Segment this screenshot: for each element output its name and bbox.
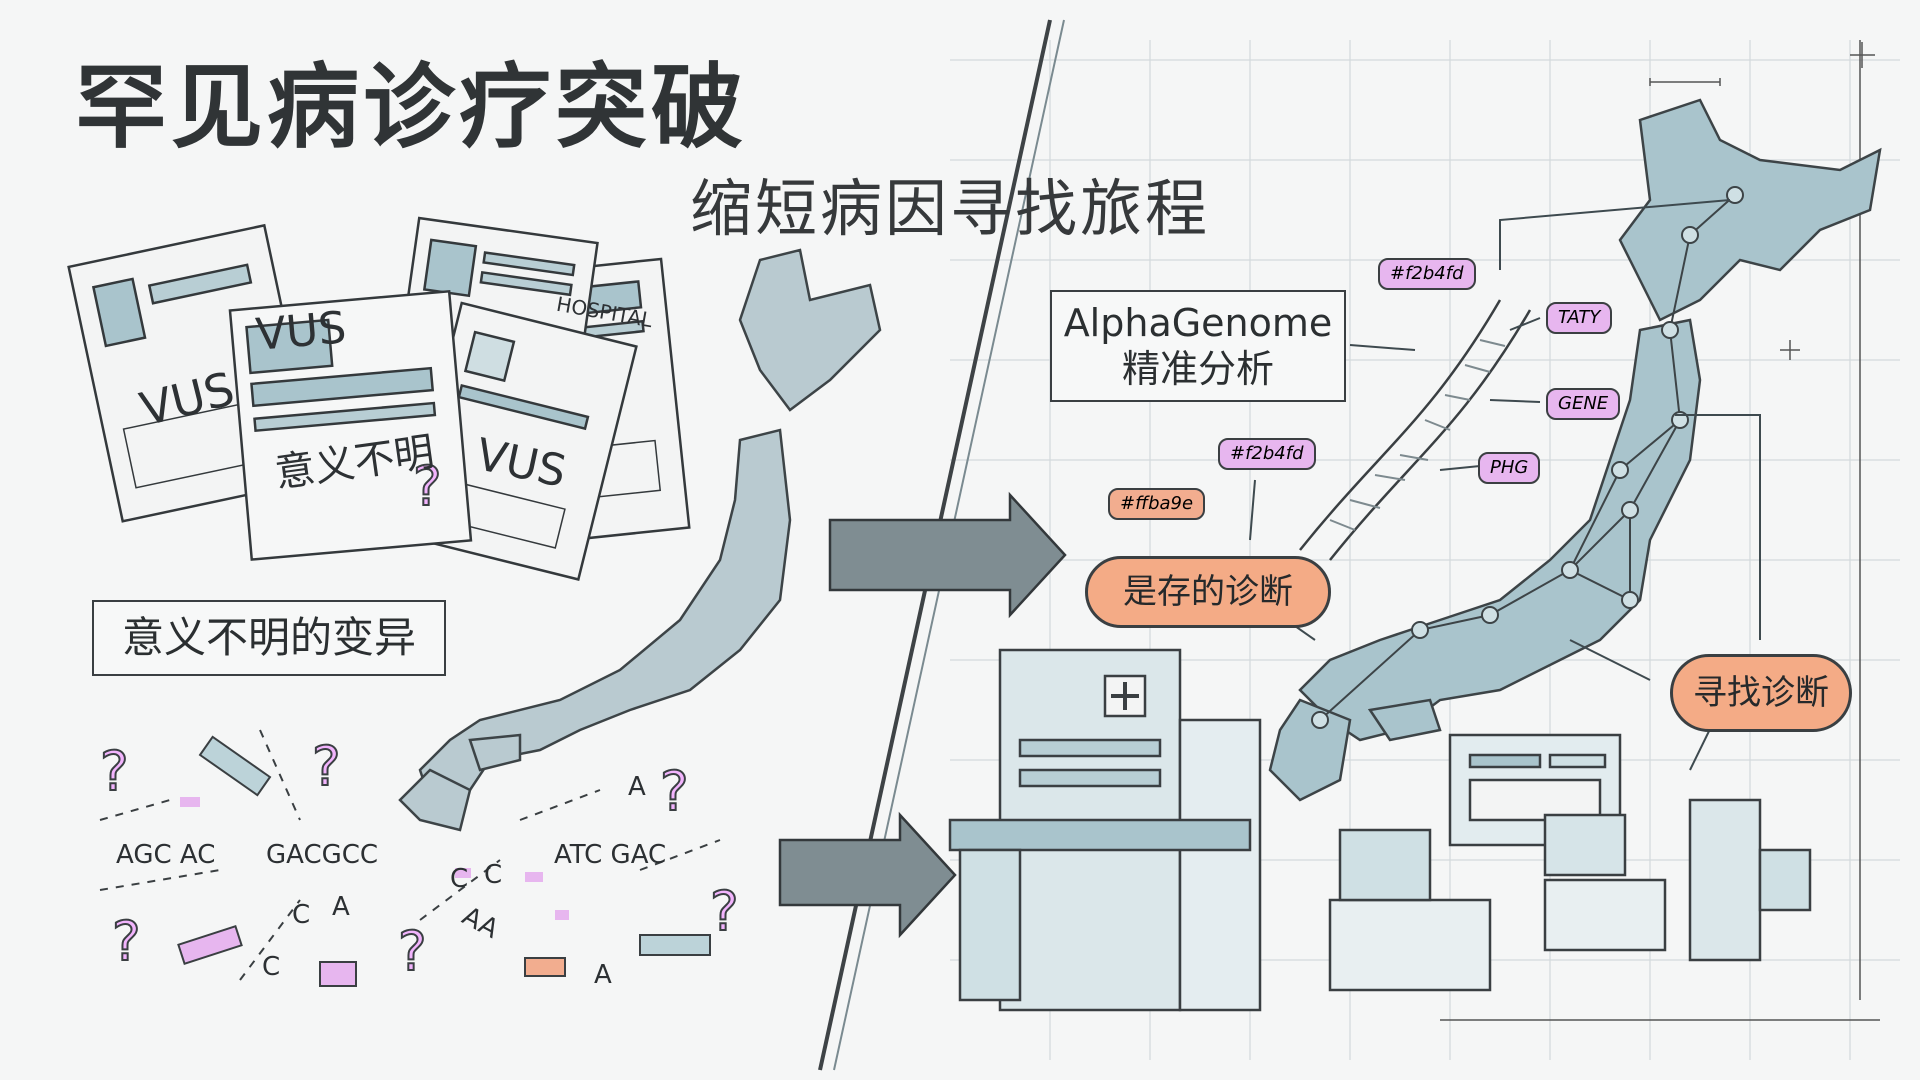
sequence-letter: C (292, 900, 311, 930)
sequence-letter: C (484, 860, 503, 890)
find-diagnosis-bubble: 寻找诊断 (1670, 654, 1852, 732)
svg-text:?: ? (710, 880, 739, 943)
japan-map-right (1268, 98, 1882, 802)
svg-text:?: ? (100, 740, 129, 803)
sequence-letter: A (628, 772, 646, 802)
document-stack (67, 216, 691, 581)
doc-vus-top: VUS (253, 302, 349, 361)
sequence-text: ATC GAC (554, 840, 667, 870)
sequence-letter: C (262, 952, 281, 982)
svg-text:?: ? (112, 910, 141, 973)
page-title: 罕见病诊疗突破 (75, 54, 748, 161)
tag-pill: GENE (1546, 388, 1621, 420)
tag-pill: #f2b4fd (1218, 438, 1316, 470)
transition-arrows (778, 491, 1067, 939)
existing-diagnosis-bubble: 是存的诊断 (1085, 556, 1331, 628)
sequence-letter: C (450, 864, 469, 894)
connectors (1249, 199, 1761, 771)
sequence-letter: A (332, 892, 350, 922)
network-nodes (1311, 186, 1744, 729)
lab-equipment (1328, 733, 1812, 992)
tag-pill: #f2b4fd (1378, 258, 1476, 290)
alphagenome-title: AlphaGenome (1063, 301, 1333, 345)
alphagenome-subtitle: 精准分析 (1121, 347, 1274, 391)
svg-text:?: ? (660, 760, 689, 823)
alphagenome-label: AlphaGenome 精准分析 (1050, 290, 1346, 402)
tag-pill: #ffba9e (1108, 488, 1206, 520)
sequence-text: AGC AC (116, 840, 216, 870)
svg-text:?: ? (312, 735, 341, 798)
sequence-letter: A (594, 960, 612, 990)
uncertain-variant-label: 意义不明的变异 (92, 600, 446, 676)
tag-pill: TATY (1546, 302, 1613, 334)
japan-map-left (398, 248, 882, 832)
dna-fragments (177, 735, 711, 987)
sequence-text: GACGCC (266, 840, 379, 870)
svg-text:?: ? (413, 455, 442, 518)
svg-text:?: ? (398, 920, 427, 983)
question-marks: ? ? ? ? ? ? ? (99, 454, 740, 984)
dna-helix (1299, 299, 1532, 561)
hospital-building (948, 648, 1262, 1012)
page-subtitle: 缩短病因寻找旅程 (690, 172, 1211, 245)
tag-pill: PHG (1478, 452, 1541, 484)
